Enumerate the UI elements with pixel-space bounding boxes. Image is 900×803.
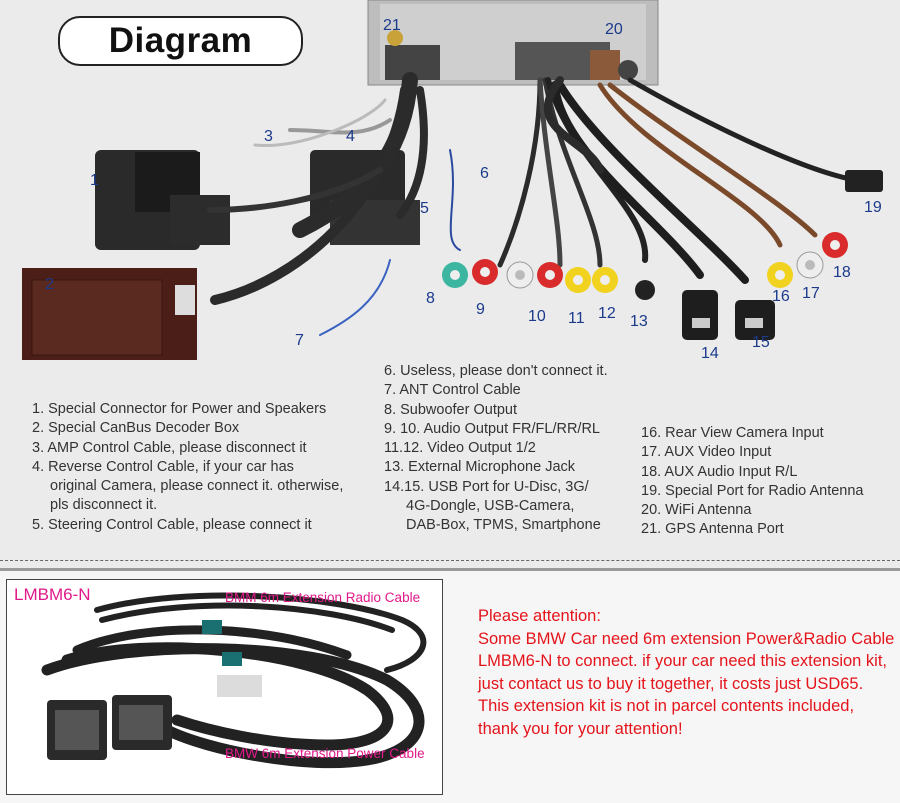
legend-item: 9. 10. Audio Output FR/FL/RR/RL (384, 420, 600, 437)
legend-mid: 6. Useless, please don't connect it. 7. … (384, 362, 608, 536)
canbus-decoder-box (22, 268, 197, 360)
callout-3: 3 (264, 128, 273, 145)
legend-item: 2. Special CanBus Decoder Box (32, 420, 240, 437)
legend-item: 19. Special Port for Radio Antenna (641, 482, 864, 499)
callout-18: 18 (833, 264, 851, 281)
legend-item-cont: original Camera, please connect it. othe… (50, 478, 344, 495)
callout-21: 21 (383, 17, 401, 34)
callout-7: 7 (295, 332, 304, 349)
legend-item: 14.15. USB Port for U-Disc, 3G/ (384, 478, 589, 495)
attention-heading: Please attention: (478, 607, 601, 625)
cable-bundles (207, 72, 858, 336)
legend-item: 7. ANT Control Cable (384, 382, 521, 399)
extension-panel: LMBM6-N BMM 6m Extension Radio Cable BMW… (0, 568, 900, 803)
legend-left: 1. Special Connector for Power and Speak… (32, 400, 343, 535)
legend-item: 21. GPS Antenna Port (641, 521, 784, 538)
radio-antenna-port (845, 170, 883, 192)
attention-body: Some BMW Car need 6m extension Power&Rad… (478, 629, 895, 738)
callout-11: 11 (568, 310, 585, 327)
diagram-panel: Diagram 1 2 3 4 5 6 7 8 9 10 11 12 13 14… (22, 0, 883, 540)
callout-16: 16 (772, 288, 790, 305)
power-cable-caption: BMW 6m Extension Power Cable (225, 746, 425, 761)
legend-item-cont: pls disconnect it. (50, 497, 158, 514)
rca-plugs (442, 232, 848, 300)
callout-9: 9 (476, 301, 485, 318)
callout-5: 5 (420, 200, 429, 217)
legend-item: 18. AUX Audio Input R/L (641, 463, 798, 480)
legend-item: 6. Useless, please don't connect it. (384, 363, 608, 379)
callout-19: 19 (864, 199, 882, 216)
legend-right: 16. Rear View Camera Input 17. AUX Video… (641, 424, 863, 540)
callout-8: 8 (426, 290, 435, 307)
section-divider (0, 560, 900, 561)
head-unit (367, 0, 659, 86)
radio-cable-caption: BMM 6m Extension Radio Cable (225, 590, 421, 605)
legend-item: 1. Special Connector for Power and Speak… (32, 401, 327, 417)
callout-10: 10 (528, 308, 546, 325)
legend-item: 3. AMP Control Cable, please disconnect … (32, 439, 307, 456)
callout-4: 4 (346, 128, 355, 145)
callout-15: 15 (752, 334, 770, 351)
legend-item-cont: DAB-Box, TPMS, Smartphone (406, 517, 601, 534)
legend-item: 20. WiFi Antenna (641, 502, 752, 519)
diagram-title: Diagram (58, 16, 303, 66)
extension-kit-image: LMBM6-N BMM 6m Extension Radio Cable BMW… (6, 579, 443, 795)
legend-item: 17. AUX Video Input (641, 444, 772, 461)
callout-20: 20 (605, 21, 623, 38)
legend-item: 8. Subwoofer Output (384, 401, 517, 418)
callout-6: 6 (480, 165, 489, 182)
callout-14: 14 (701, 345, 719, 362)
usb-ports (682, 290, 775, 340)
extension-kit-code: LMBM6-N (14, 585, 91, 604)
attention-note: Please attention: Some BMW Car need 6m e… (478, 605, 898, 740)
callout-12: 12 (598, 305, 616, 322)
extension-cable-illustration (41, 592, 427, 769)
legend-item: 5. Steering Control Cable, please connec… (32, 516, 312, 533)
callout-2: 2 (45, 276, 54, 293)
callout-13: 13 (630, 313, 648, 330)
connector-power-speakers (95, 150, 230, 250)
legend-item: 16. Rear View Camera Input (641, 425, 824, 441)
callout-17: 17 (802, 285, 820, 302)
legend-item: 11.12. Video Output 1/2 (384, 440, 536, 457)
wiring-illustration (22, 0, 883, 360)
callout-1: 1 (90, 172, 99, 189)
legend-item: 13. External Microphone Jack (384, 459, 576, 476)
legend-item-cont: 4G-Dongle, USB-Camera, (406, 498, 575, 515)
legend-item: 4. Reverse Control Cable, if your car ha… (32, 458, 294, 475)
